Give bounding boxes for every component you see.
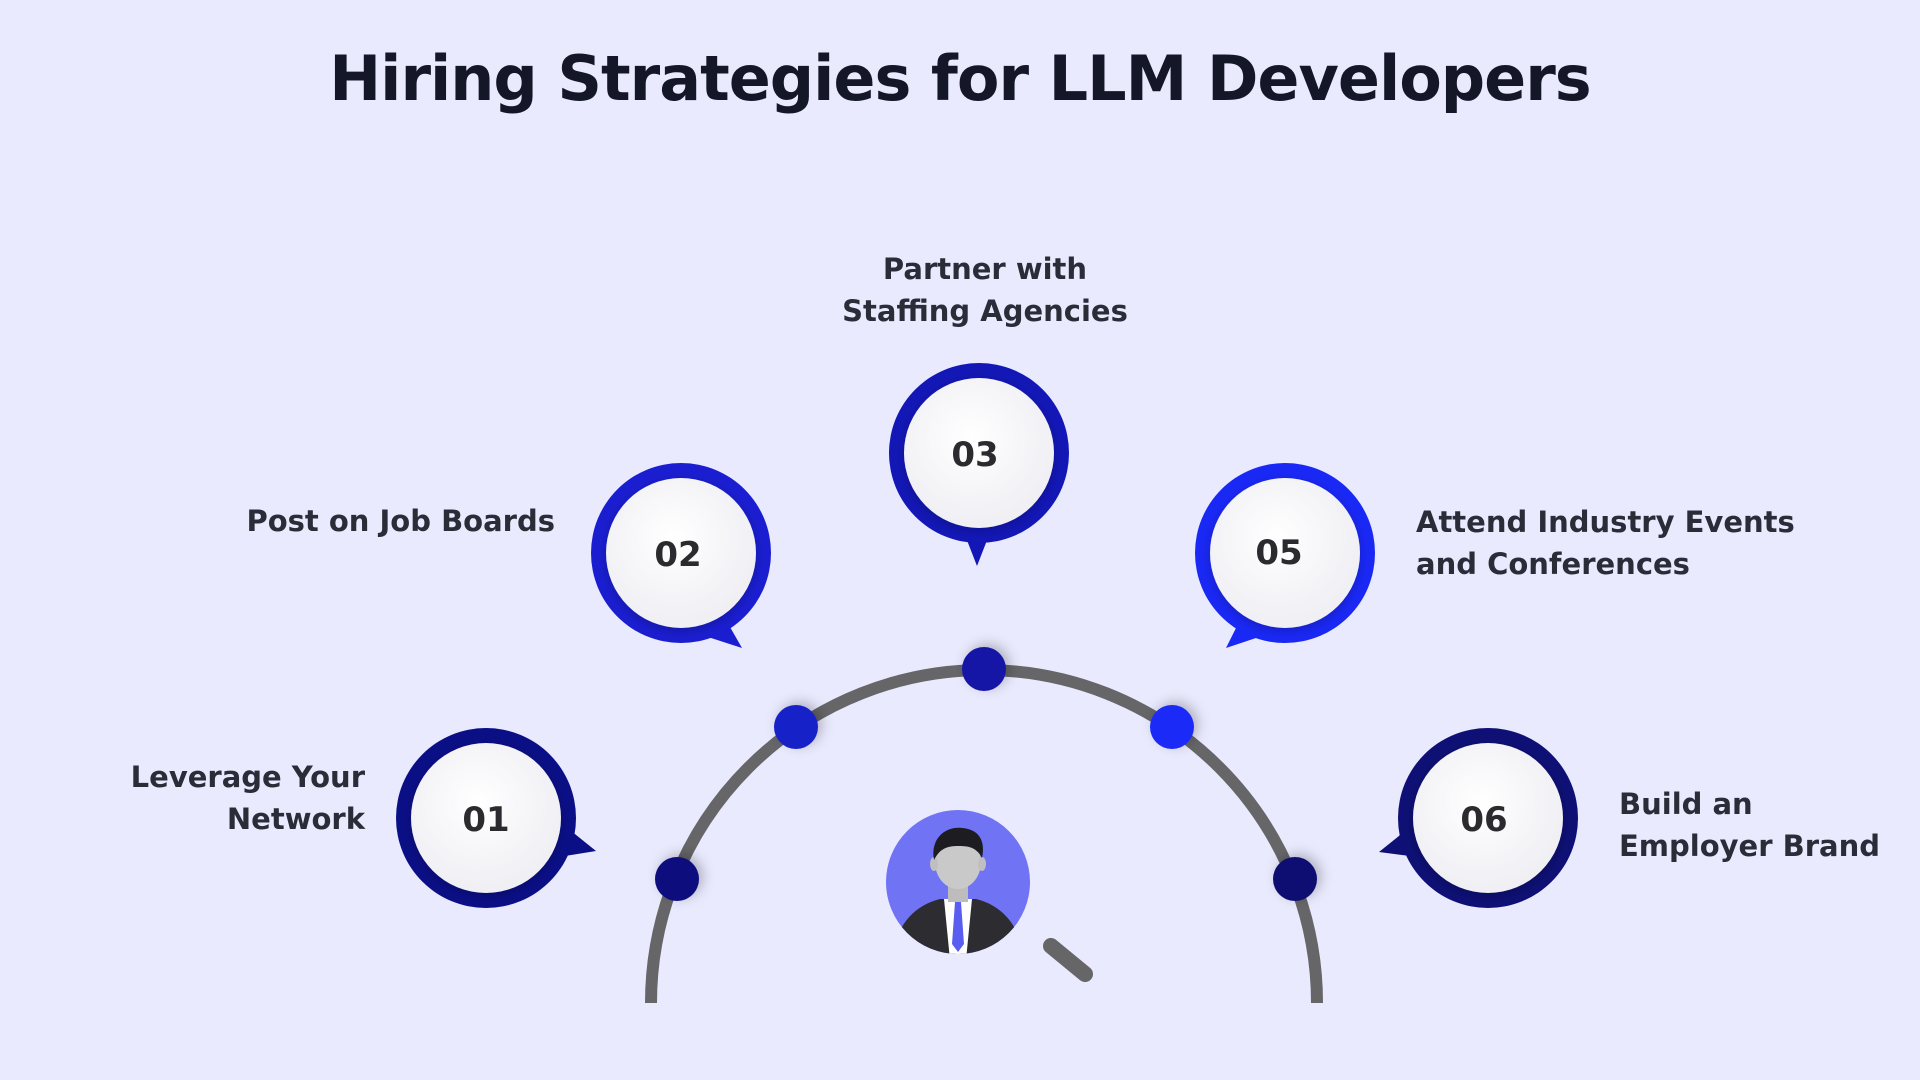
node-01-face	[411, 743, 561, 893]
strategy-label-02-line1: Post on Job Boards	[246, 504, 555, 538]
node-03-face	[904, 378, 1054, 528]
magnifier-handle-icon	[1043, 938, 1093, 982]
arc-dot-01	[655, 857, 699, 901]
page-title: Hiring Strategies for LLM Developers	[329, 42, 1591, 115]
node-02-number: 02	[654, 535, 701, 575]
strategy-label-03-line2: Staffing Agencies	[842, 294, 1128, 328]
node-01-number: 01	[462, 800, 509, 840]
arc-dot-06	[1273, 857, 1317, 901]
strategy-label-01-line1: Leverage Your	[130, 760, 365, 794]
node-03-number: 03	[951, 435, 998, 475]
arc-dot-03	[962, 647, 1006, 691]
node-05-face	[1210, 478, 1360, 628]
node-03: 03	[889, 363, 1069, 566]
node-02-face	[606, 478, 756, 628]
strategy-label-03: Partner with Staffing Agencies	[760, 248, 1210, 332]
strategy-label-01: Leverage Your Network	[100, 756, 365, 840]
node-05: 05	[1195, 463, 1375, 648]
node-01: 01	[396, 728, 596, 908]
strategy-label-03-line1: Partner with	[882, 252, 1088, 286]
node-05-number: 05	[1255, 533, 1302, 573]
strategy-label-06-line1: Build an	[1619, 787, 1753, 821]
strategy-label-06-line2: Employer Brand	[1619, 829, 1880, 863]
strategy-label-05-line2: and Conferences	[1416, 547, 1690, 581]
arc-dot-05	[1150, 705, 1194, 749]
node-06-face	[1413, 743, 1563, 893]
strategy-label-02: Post on Job Boards	[200, 500, 555, 542]
recruiter-avatar-icon	[886, 810, 1030, 954]
strategy-label-01-line2: Network	[226, 802, 365, 836]
node-02: 02	[591, 463, 771, 648]
strategy-label-05: Attend Industry Events and Conferences	[1416, 501, 1856, 585]
node-06-number: 06	[1460, 800, 1507, 840]
strategy-label-05-line1: Attend Industry Events	[1416, 505, 1795, 539]
strategy-label-06: Build an Employer Brand	[1619, 783, 1919, 867]
node-06: 06	[1379, 728, 1578, 908]
arc-dot-02	[774, 705, 818, 749]
